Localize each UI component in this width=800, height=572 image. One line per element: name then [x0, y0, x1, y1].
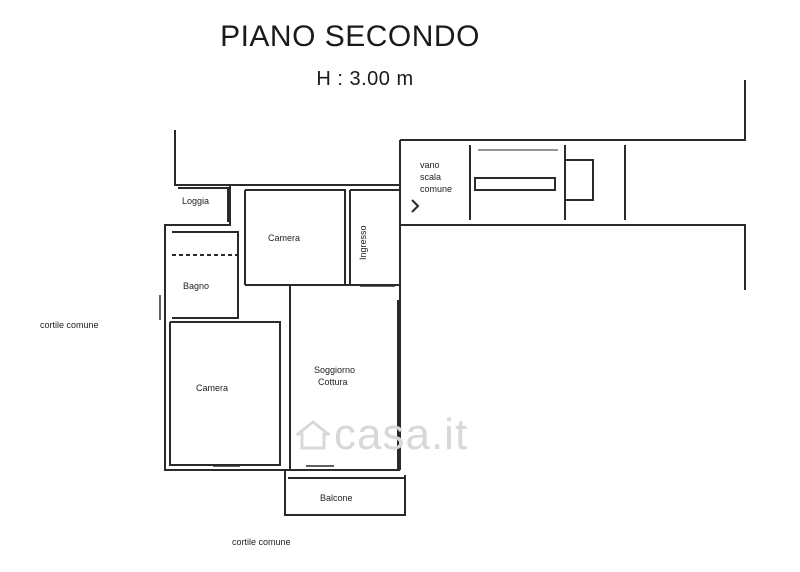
watermark-text: casa.it [334, 410, 469, 459]
house-icon [296, 420, 330, 450]
room-soggiorno: Soggiorno [314, 365, 356, 375]
courtyard-bottom: cortile comune [232, 537, 291, 547]
room-camera-bottom: Camera [196, 383, 229, 393]
room-balcone: Balcone [320, 493, 353, 503]
walls [164, 80, 746, 516]
room-loggia: Loggia [182, 196, 210, 206]
room-bagno: Bagno [183, 281, 210, 291]
room-cottura: Cottura [318, 377, 348, 387]
stair-label-vano: vano [420, 160, 440, 170]
stair-label-scala: scala [420, 172, 442, 182]
room-camera-top: Camera [268, 233, 301, 243]
ceiling-height-label: H : 3.00 m [316, 68, 414, 90]
windows [159, 285, 395, 467]
plan-title: PIANO SECONDO [220, 20, 480, 53]
room-ingresso: Ingresso [358, 225, 368, 260]
courtyard-left: cortile comune [40, 320, 99, 330]
stair-label-comune: comune [420, 184, 453, 194]
